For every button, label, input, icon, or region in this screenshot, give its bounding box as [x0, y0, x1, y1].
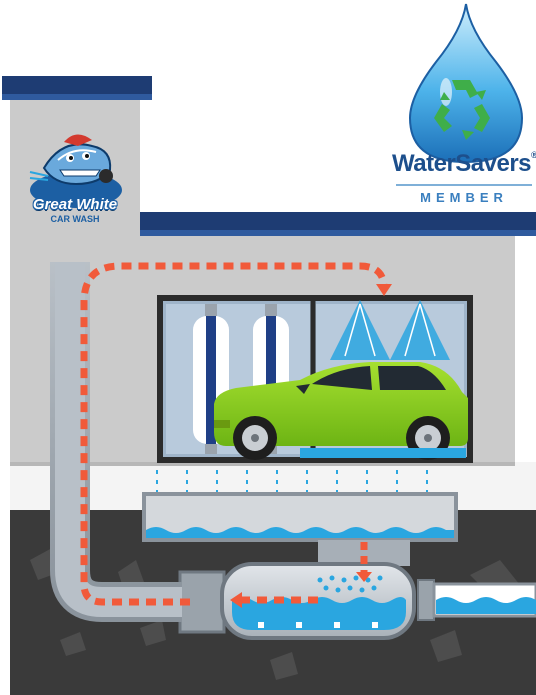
shark-mascot-logo [29, 134, 122, 208]
arrow-icon [376, 284, 392, 296]
tank-spray [317, 575, 383, 593]
building-roof-trim [140, 230, 536, 236]
arrow-icon [356, 572, 372, 582]
watersavers-logo-name: WaterSavers® [392, 150, 536, 178]
watersavers-divider [396, 184, 532, 186]
watersavers-member-label: MEMBER [420, 190, 508, 205]
trench-water [146, 527, 454, 538]
arrow-icon [230, 592, 242, 608]
outlet-pipe-water [436, 597, 536, 614]
floor-water [300, 448, 466, 458]
tank-water [232, 597, 406, 630]
spray-nozzle-icon [330, 300, 450, 360]
flow-path [80, 262, 392, 608]
tower-roof-trim [2, 94, 152, 100]
car-wash-logo-subtitle: CAR WASH [50, 214, 100, 224]
tank-supports [258, 622, 378, 628]
building-roof [140, 212, 536, 234]
car-wash-logo-name: Great White [32, 196, 118, 213]
registered-mark: ® [531, 150, 536, 160]
outlet-flange [417, 579, 435, 621]
watersavers-name: WaterSavers [392, 150, 532, 177]
tower-roof [2, 76, 152, 98]
recycle-icon [434, 80, 490, 140]
